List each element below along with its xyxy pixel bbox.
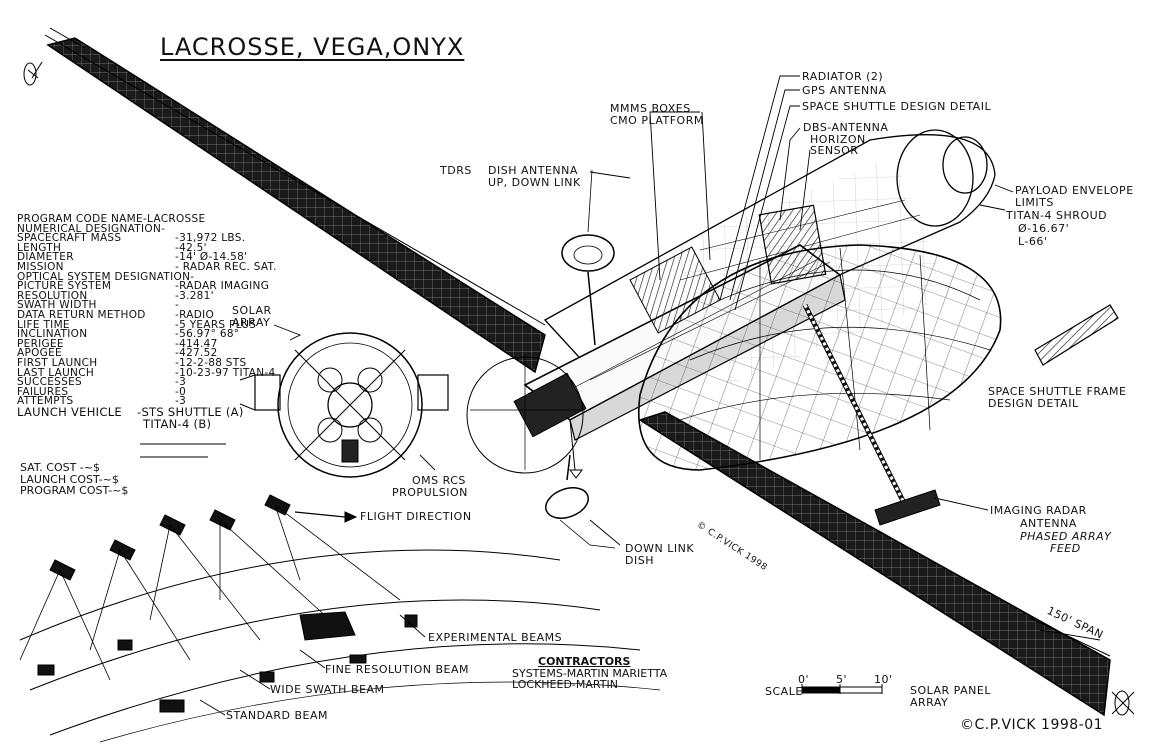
spec-label: ATTEMPTS	[17, 395, 74, 408]
label-titan-shroud: TITAN-4 SHROUD	[1006, 209, 1108, 222]
label-panel-array: ARRAY	[910, 696, 949, 709]
spec-value: -3.281'	[175, 289, 214, 302]
spec-label: LENGTH	[17, 241, 62, 254]
spec-label: OPTICAL SYSTEM DESIGNATION-	[17, 270, 195, 283]
label-array: ARRAY	[232, 316, 271, 329]
label-scale-5: 5'	[836, 673, 848, 686]
callout-leader-lines	[199, 75, 1101, 716]
label-shuttle-design-detail: SPACE SHUTTLE DESIGN DETAIL	[802, 100, 992, 113]
contractors-block: CONTRACTORS SYSTEMS-MARTIN MARIETTA LOCK…	[512, 656, 667, 691]
label-feed: FEED	[1050, 542, 1081, 555]
radar-antenna-dish	[638, 244, 1002, 526]
spec-label: DATA RETURN METHOD	[17, 308, 146, 321]
label-antenna: ANTENNA	[1020, 517, 1077, 530]
spec-value: -31,972 LBS.	[175, 232, 246, 245]
program-cost: PROGRAM COST-~$	[20, 484, 129, 497]
spec-label: LAST LAUNCH	[17, 366, 95, 379]
label-cmo-platform: CMO PLATFORM	[610, 114, 704, 127]
label-scale-10: 10'	[874, 673, 893, 686]
spec-value: -12-2-88 STS	[175, 356, 247, 369]
label-oms-rcs: OMS RCS	[412, 474, 466, 487]
label-imaging-radar: IMAGING RADAR	[990, 504, 1087, 517]
scale-bar	[801, 684, 883, 694]
label-payload-envelope: PAYLOAD ENVELOPE	[1015, 184, 1134, 197]
spec-label: MISSION	[17, 260, 64, 273]
spec-label: PROGRAM CODE NAME-LACROSSE	[17, 213, 206, 225]
label-standard-beam: STANDARD BEAM	[226, 709, 329, 722]
label-frame-design-detail: DESIGN DETAIL	[988, 397, 1079, 410]
spec-value: -	[175, 299, 180, 312]
spec-value: -3	[175, 376, 187, 389]
beam-swath-drawing	[19, 494, 661, 743]
spec-value: -RADAR IMAGING	[175, 280, 270, 293]
spec-value: -5 YEARS PLUS	[175, 318, 257, 331]
label-experimental-beams: EXPERIMENTAL BEAMS	[428, 631, 563, 644]
label-phased-array: PHASED ARRAY	[1020, 530, 1112, 543]
label-shroud-length: L-66'	[1018, 235, 1048, 248]
spec-label: RESOLUTION	[17, 289, 88, 302]
spec-value: -14' Ø-14.58'	[175, 251, 248, 264]
label-tdrs: TDRS	[440, 164, 472, 177]
label-scale: SCALE-	[765, 685, 808, 698]
costs-block: SAT. COST -~$ LAUNCH COST-~$ PROGRAM COS…	[20, 462, 128, 497]
label-down-link: DOWN LINK	[625, 542, 695, 555]
launch-cost: LAUNCH COST-~$	[20, 472, 119, 486]
label-radiator: RADIATOR (2)	[802, 70, 884, 83]
label-propulsion: PROPULSION	[392, 486, 468, 499]
end-view-drawing	[239, 332, 449, 478]
label-dish: DISH	[625, 554, 654, 567]
spec-label: APOGEE	[17, 347, 62, 360]
spec-label: FAILURES	[17, 385, 69, 398]
spec-label: LAUNCH VEHICLE	[17, 404, 122, 419]
tdrs-dish-drawing	[561, 169, 615, 346]
label-flight-direction: FLIGHT DIRECTION	[360, 510, 472, 523]
label-gps-antenna: GPS ANTENNA	[802, 84, 887, 97]
shuttle-frame-drawing	[1034, 304, 1119, 366]
page-title: LACROSSE, VEGA,ONYX	[160, 33, 465, 61]
label-sensor: SENSOR	[810, 144, 859, 157]
label-dish-antenna: DISH ANTENNA	[488, 164, 578, 177]
spec-value: -56.97° 68°	[175, 328, 240, 341]
spec-label: PERIGEE	[17, 337, 64, 350]
spec-label: FIRST LAUNCH	[17, 356, 98, 369]
solar-array-upper	[23, 27, 546, 374]
spec-value: -427.52	[175, 347, 218, 360]
spec-value: -RADIO	[175, 308, 215, 321]
launch-vehicle-alt: TITAN-4 (B)	[143, 416, 212, 431]
label-wide-swath-beam: WIDE SWATH BEAM	[270, 683, 385, 696]
label-limits: LIMITS	[1015, 196, 1054, 209]
sat-cost: SAT. COST -~$	[20, 461, 100, 474]
label-solar-panel: SOLAR PANEL	[910, 684, 991, 697]
spec-label: SPACECRAFT MASS	[17, 232, 122, 245]
spec-value: -STS SHUTTLE (A)	[137, 404, 244, 419]
spec-label: SUCCESSES	[17, 376, 82, 389]
contractor-line-1: SYSTEMS-MARTIN MARIETTA	[512, 666, 668, 680]
spec-value: -10-23-97 TITAN-4	[175, 366, 276, 379]
label-shroud-diameter: Ø-16.67'	[1018, 222, 1070, 235]
spec-value: -42.5'	[175, 241, 207, 254]
label-solar: SOLAR	[232, 304, 272, 317]
label-mmms-boxes: MMMS BOXES	[610, 102, 691, 115]
label-scale-0: 0'	[798, 673, 810, 686]
spec-label: PICTURE SYSTEM	[17, 280, 112, 293]
spec-label: DIAMETER	[17, 251, 74, 264]
spec-label: LIFE TIME	[17, 318, 70, 331]
spec-value: - RADAR REC. SAT.	[175, 260, 277, 273]
label-horizon: HORIZON	[810, 133, 866, 146]
contractors-heading: CONTRACTORS	[538, 655, 631, 668]
label-up-down-link: UP, DOWN LINK	[488, 176, 581, 189]
contractor-line-2: LOCKHEED-MARTIN	[512, 678, 618, 691]
spec-value: -3	[175, 395, 187, 408]
spec-value: -414.47	[175, 337, 218, 350]
credit-line: ©C.P.VICK 1998-01	[960, 717, 1104, 733]
downlink-dish-drawing	[545, 454, 616, 549]
label-dbs-antenna: DBS-ANTENNA	[803, 121, 889, 134]
spec-label: INCLINATION	[17, 328, 88, 341]
label-shuttle-frame: SPACE SHUTTLE FRAME	[988, 385, 1127, 398]
spec-label: NUMERICAL DESIGNATION-	[17, 222, 166, 235]
spec-label: SWATH WIDTH	[17, 299, 97, 312]
label-fine-resolution-beam: FINE RESOLUTION BEAM	[325, 663, 469, 676]
spec-value: -0	[175, 385, 187, 398]
